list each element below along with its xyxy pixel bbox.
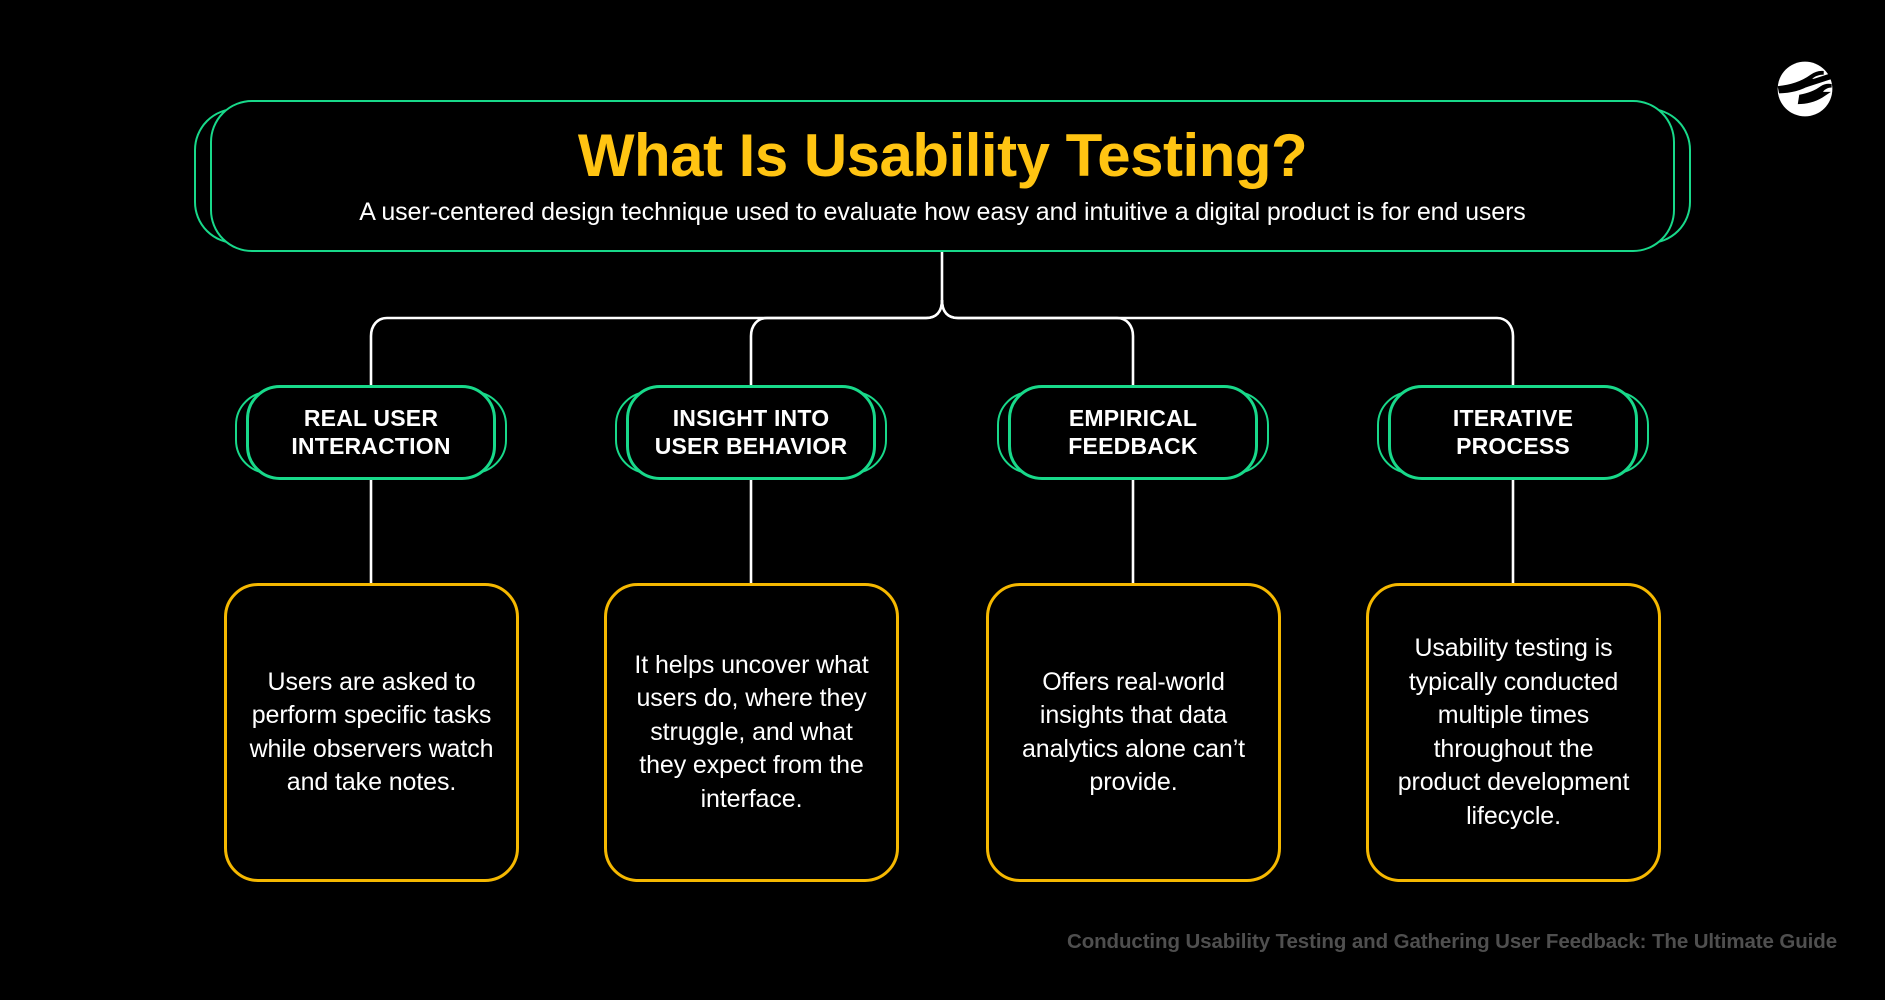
label-main-frame: ITERATIVE PROCESS xyxy=(1388,385,1638,480)
branch-label-1[interactable]: REAL USER INTERACTION xyxy=(235,385,507,480)
branch-description-text-1: Users are asked to perform specific task… xyxy=(249,667,494,797)
label-main-frame: REAL USER INTERACTION xyxy=(246,385,496,480)
branch-label-text-3: EMPIRICAL FEEDBACK xyxy=(1068,405,1198,459)
footer-caption: Conducting Usability Testing and Gatheri… xyxy=(1067,930,1837,953)
label-main-frame: INSIGHT INTO USER BEHAVIOR xyxy=(626,385,876,480)
branch-label-3[interactable]: EMPIRICAL FEEDBACK xyxy=(997,385,1269,480)
branch-description-2[interactable]: It helps uncover what users do, where th… xyxy=(604,583,899,882)
brand-logo xyxy=(1769,53,1841,125)
connector-bus-right-outer xyxy=(940,299,1515,385)
page-subtitle: A user-centered design technique used to… xyxy=(359,198,1526,227)
connector-bus-left-inner xyxy=(749,299,944,385)
page-title: What Is Usability Testing? xyxy=(577,121,1308,189)
header-panel: What Is Usability Testing? A user-center… xyxy=(194,100,1691,252)
branch-description-text-2: It helps uncover what users do, where th… xyxy=(634,650,869,813)
connector-bus-right-inner xyxy=(940,299,1135,385)
label-main-frame: EMPIRICAL FEEDBACK xyxy=(1008,385,1258,480)
connector-bus-left-outer xyxy=(369,299,944,385)
branch-label-2[interactable]: INSIGHT INTO USER BEHAVIOR xyxy=(615,385,887,480)
branch-label-text-4: ITERATIVE PROCESS xyxy=(1452,405,1574,459)
branch-description-text-3: Offers real-world insights that data ana… xyxy=(1021,667,1246,797)
branch-label-4[interactable]: ITERATIVE PROCESS xyxy=(1377,385,1649,480)
branch-description-text-4: Usability testing is typically conducted… xyxy=(1397,634,1630,830)
branch-label-text-2: INSIGHT INTO USER BEHAVIOR xyxy=(654,405,848,459)
branch-label-text-1: REAL USER INTERACTION xyxy=(291,405,451,459)
branch-description-1[interactable]: Users are asked to perform specific task… xyxy=(224,583,519,882)
branch-description-3[interactable]: Offers real-world insights that data ana… xyxy=(986,583,1281,882)
branch-description-4[interactable]: Usability testing is typically conducted… xyxy=(1366,583,1661,882)
header-main-frame: What Is Usability Testing? A user-center… xyxy=(210,100,1675,252)
